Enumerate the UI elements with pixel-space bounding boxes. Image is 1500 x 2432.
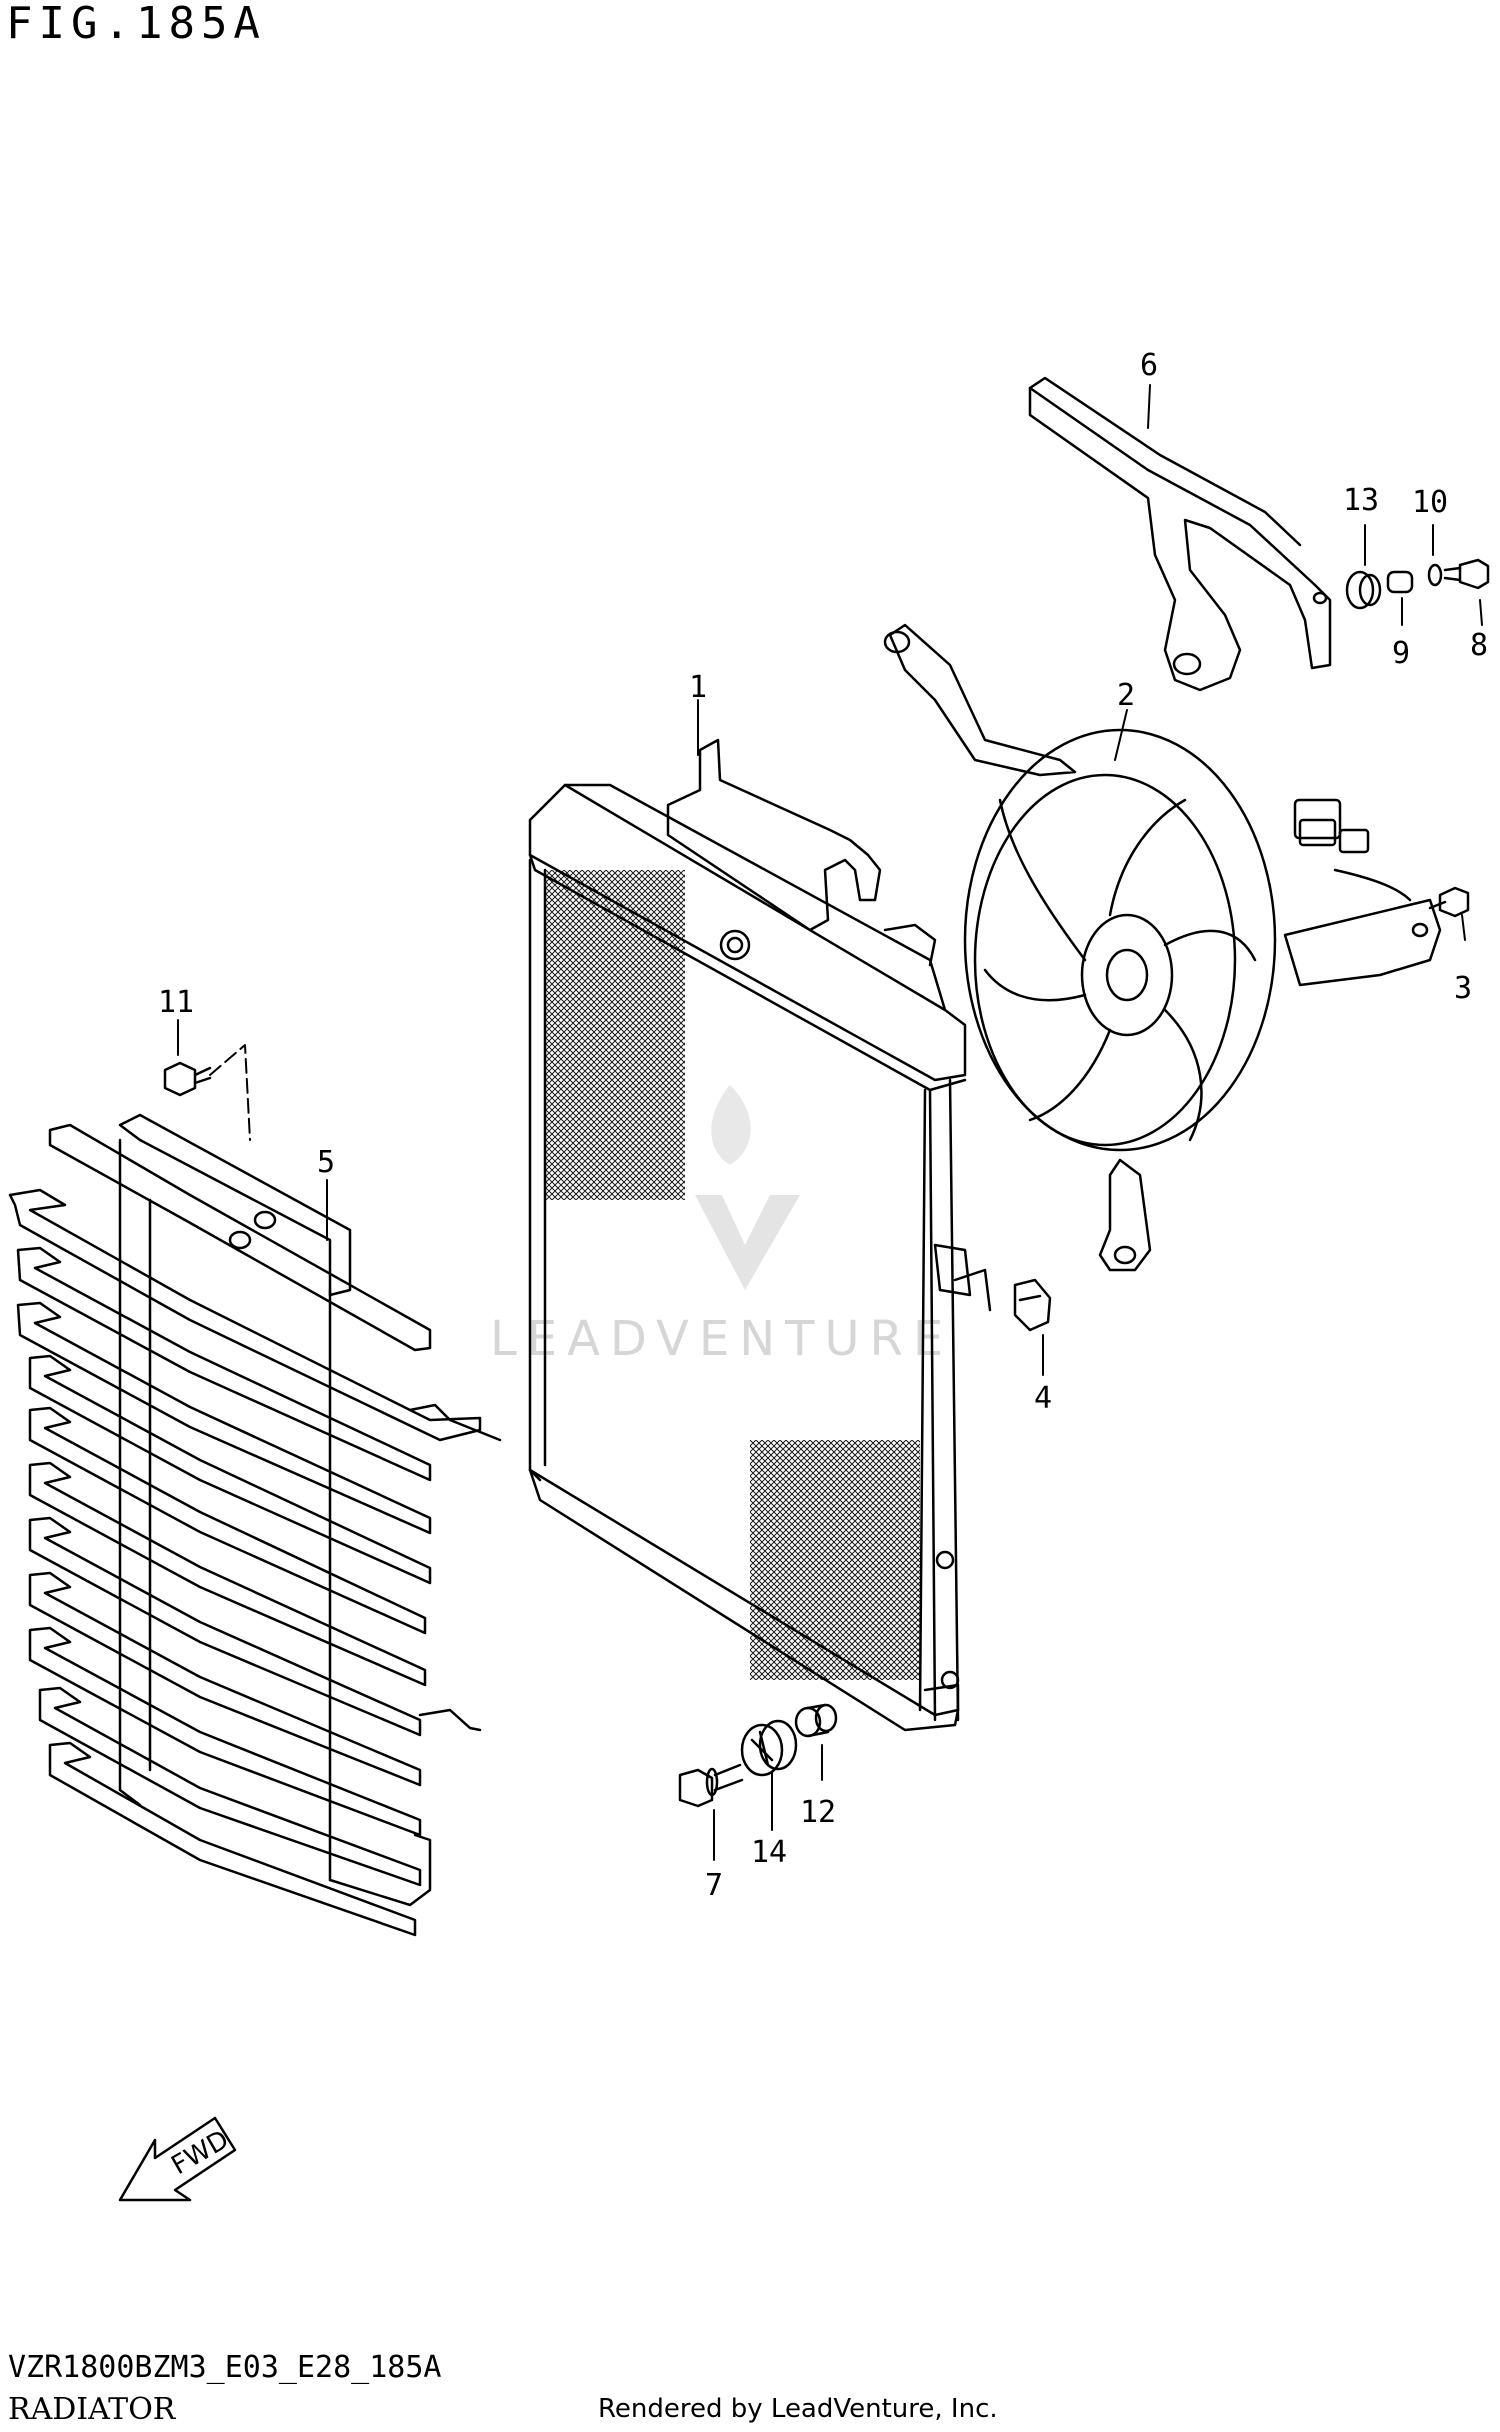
callout-11: 11 xyxy=(158,985,194,1020)
watermark-text: LEADVENTURE xyxy=(490,1311,953,1367)
part-5-radiator-guard xyxy=(8,1113,502,1937)
part-9-collar xyxy=(1386,570,1414,594)
callout-14: 14 xyxy=(751,1835,787,1870)
part-2-cooling-fan xyxy=(883,623,1442,1272)
callout-2: 2 xyxy=(1117,678,1135,713)
fwd-arrow: FWD xyxy=(118,2116,237,2202)
callout-labels: 1 2 3 4 5 6 7 8 9 10 11 12 13 14 xyxy=(158,348,1488,1903)
callout-7: 7 xyxy=(705,1868,723,1903)
part-4-clip-nut xyxy=(1013,1278,1052,1332)
callout-12: 12 xyxy=(800,1795,836,1830)
part-8-bolt xyxy=(1443,558,1490,590)
leadventure-watermark: LEADVENTURE xyxy=(490,1085,953,1367)
leader-lines xyxy=(177,384,1483,1861)
callout-4: 4 xyxy=(1034,1381,1052,1416)
part-12-collar xyxy=(794,1703,838,1738)
callout-6: 6 xyxy=(1140,348,1158,383)
callout-10: 10 xyxy=(1412,485,1448,520)
section-name: RADIATOR xyxy=(8,2392,176,2427)
part-13-grommet xyxy=(1345,570,1382,610)
model-code: VZR1800BZM3_E03_E28_185A xyxy=(8,2350,442,2385)
part-1-radiator xyxy=(528,738,992,1732)
callout-5: 5 xyxy=(317,1145,335,1180)
part-14-grommet xyxy=(740,1719,798,1777)
callout-1: 1 xyxy=(689,670,707,705)
callout-9: 9 xyxy=(1392,636,1410,671)
part-7-bolt xyxy=(678,1763,744,1808)
part-6-fan-bracket xyxy=(1028,376,1332,692)
callout-3: 3 xyxy=(1454,971,1472,1006)
part-11-screw xyxy=(163,1061,212,1097)
part-10-washer xyxy=(1427,563,1443,587)
figure-title: FIG.185A xyxy=(6,0,266,49)
rendered-by-credit: Rendered by LeadVenture, Inc. xyxy=(598,2394,998,2424)
part-3-bolt xyxy=(1428,886,1470,918)
callout-13: 13 xyxy=(1343,483,1379,518)
callout-8: 8 xyxy=(1470,628,1488,663)
